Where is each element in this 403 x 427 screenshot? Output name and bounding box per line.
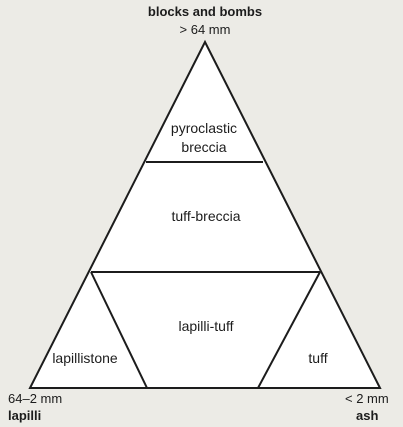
field-lapillistone-label: lapillistone (52, 350, 118, 366)
bottom-left-vertex-name: lapilli (8, 408, 42, 423)
divider-lapillistone-line (90, 271, 148, 389)
bottom-right-vertex-name: ash (356, 408, 379, 423)
top-vertex-name: blocks and bombs (147, 4, 263, 19)
top-vertex-size: > 64 mm (179, 22, 231, 37)
field-pyroclastic-label: pyroclastic (170, 120, 238, 136)
field-tuff-breccia-label: tuff-breccia (171, 208, 241, 224)
field-lapilli-tuff-label: lapilli-tuff (178, 318, 234, 334)
field-breccia-label: breccia (181, 139, 227, 155)
triangle-outline (28, 39, 382, 389)
bottom-right-vertex-size: < 2 mm (345, 391, 389, 406)
divider-tuff-line (257, 271, 321, 389)
field-tuff-label: tuff (308, 350, 328, 366)
bottom-left-vertex-size: 64–2 mm (8, 391, 63, 406)
